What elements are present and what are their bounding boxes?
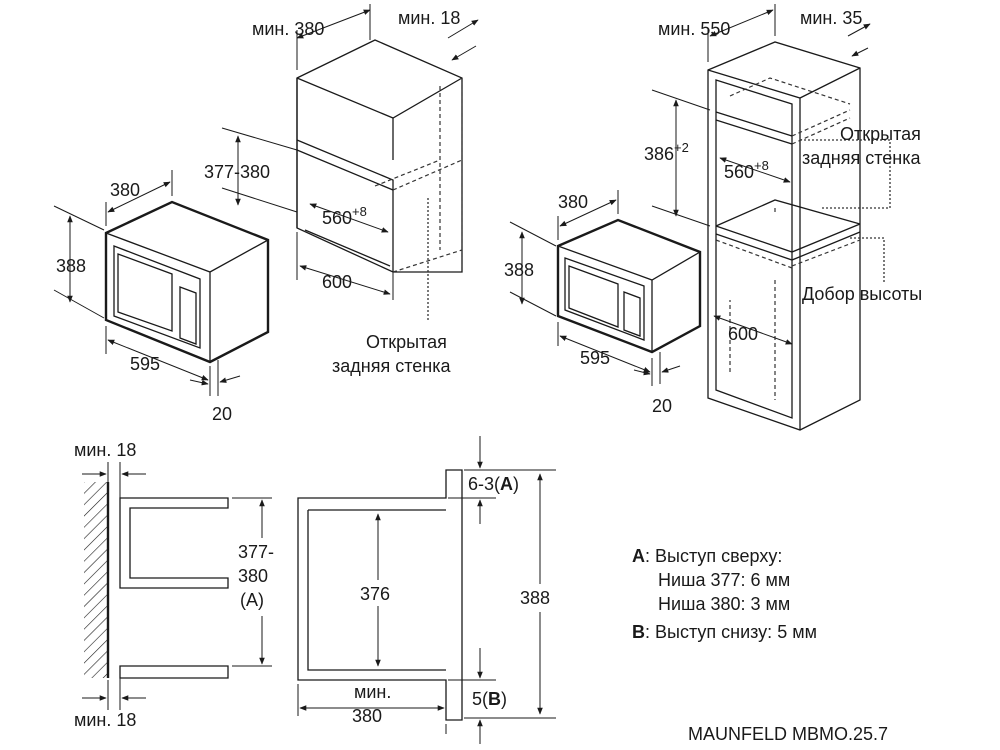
left-mw-depth-label: 380: [110, 180, 140, 200]
legend-a-line-2: Ниша 377: 6 мм: [658, 570, 790, 590]
bottom-niche-label-3: (A): [240, 590, 264, 610]
right-height-fill-label: Добор высоты: [802, 284, 922, 304]
lower-cabinet-section: [119, 665, 229, 679]
wall-hatch: [84, 482, 108, 678]
legend: A: Выступ сверху: Ниша 377: 6 мм Ниша 38…: [632, 546, 817, 642]
right-min-550-label: мин. 550: [658, 19, 730, 39]
bottom-niche-label-2: 380: [238, 566, 268, 586]
bottom-top-gap-label: 6-3(A): [468, 474, 519, 494]
left-w-560-label: 560+8: [322, 204, 367, 228]
bottom-min-18-bottom-label: мин. 18: [74, 710, 136, 730]
right-mw-width-label: 595: [580, 348, 610, 368]
right-mw-depth-label: 380: [558, 192, 588, 212]
right-h-386-label: 386+2: [644, 140, 689, 164]
left-mw-width-label: 595: [130, 354, 160, 374]
left-min-18-label: мин. 18: [398, 8, 460, 28]
left-microwave: [104, 200, 270, 364]
microwave-side-section: [297, 469, 463, 721]
left-h-377-380-label: 377-380: [204, 162, 270, 182]
bottom-depth-label-1: мин.: [354, 682, 391, 702]
right-open-back-label-2: задняя стенка: [802, 148, 921, 168]
right-w-560-label: 560+8: [724, 158, 769, 182]
upper-cabinet-section: [119, 497, 229, 589]
right-open-back-label-1: Открытая: [840, 124, 921, 144]
bottom-niche-label-1: 377-: [238, 542, 274, 562]
bottom-min-18-top-label: мин. 18: [74, 440, 136, 460]
right-min-35-label: мин. 35: [800, 8, 862, 28]
bottom-depth-label-2: 380: [352, 706, 382, 726]
left-mw-height-label: 388: [56, 256, 86, 276]
legend-b-line: B: Выступ снизу: 5 мм: [632, 622, 817, 642]
bottom-inner-376-label: 376: [360, 584, 390, 604]
left-d-600-label: 600: [322, 272, 352, 292]
bottom-bottom-gap-label: 5(B): [472, 689, 507, 709]
left-min-380-label: мин. 380: [252, 19, 324, 39]
right-d-600-label: 600: [728, 324, 758, 344]
legend-a-line-3: Ниша 380: 3 мм: [658, 594, 790, 614]
left-top-view: мин. 380 мин. 18 377-380 560+8 600 Откры…: [53, 4, 479, 424]
right-microwave: [556, 218, 702, 354]
right-mw-frame-label: 20: [652, 396, 672, 416]
left-open-back-label-1: Открытая: [366, 332, 447, 352]
right-mw-height-label: 388: [504, 260, 534, 280]
left-mw-frame-label: 20: [212, 404, 232, 424]
tall-cabinet: [707, 41, 861, 431]
right-top-view: мин. 550 мин. 35 386+2 560+8 Открытая за…: [504, 4, 922, 431]
legend-a-line: A: Выступ сверху:: [632, 546, 782, 566]
side-section-view: мин. 18 мин. 18 377- 380 (A) 376: [74, 436, 564, 744]
model-name: MAUNFELD MBMO.25.7: [688, 724, 888, 744]
bottom-total-388-label: 388: [520, 588, 550, 608]
left-open-back-label-2: задняя стенка: [332, 356, 451, 376]
